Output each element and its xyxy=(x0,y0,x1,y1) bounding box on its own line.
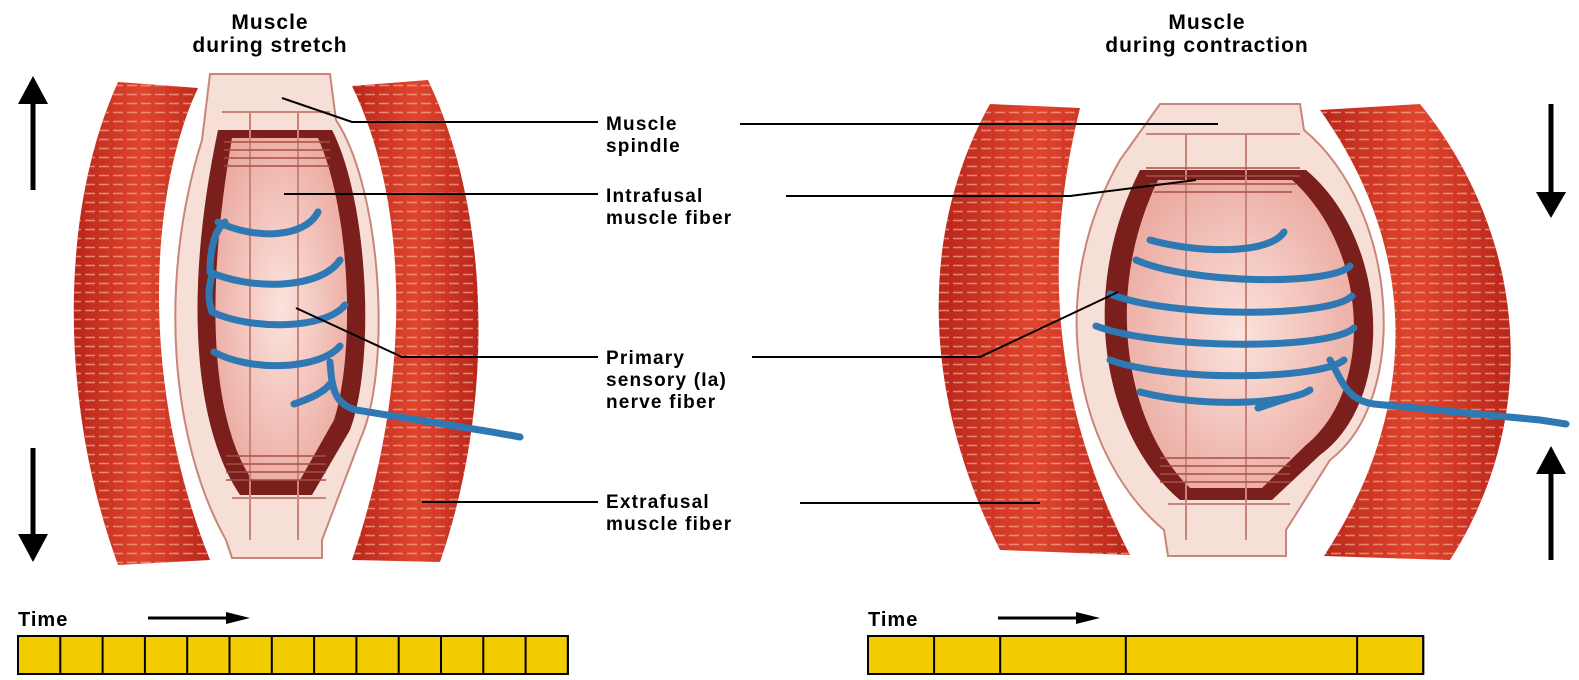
contraction-up-arrow xyxy=(1536,446,1566,560)
right-timeline-bar xyxy=(868,636,1423,674)
label-muscle-spindle-line1: Muscle xyxy=(606,114,678,135)
label-intrafusal-line1: Intrafusal xyxy=(606,186,704,207)
right-title-line1: Muscle xyxy=(1168,11,1245,34)
left-timeline-fill xyxy=(18,636,568,674)
right-time-label: Time xyxy=(868,609,918,631)
contraction-down-arrow xyxy=(1536,104,1566,218)
left-muscle-spindle-capsule xyxy=(175,74,378,558)
right-timeline-fill xyxy=(868,636,1423,674)
label-extrafusal-line2: muscle fiber xyxy=(606,514,732,535)
stretch-down-arrow xyxy=(18,448,48,562)
right-title-line2: during contraction xyxy=(1105,34,1309,57)
label-intrafusal-line2: muscle fiber xyxy=(606,208,732,229)
label-primary-sensory-line2: sensory (Ia) xyxy=(606,370,727,391)
label-primary-sensory-line3: nerve fiber xyxy=(606,392,716,413)
label-extrafusal-line1: Extrafusal xyxy=(606,492,710,513)
label-muscle-spindle-line2: spindle xyxy=(606,136,681,157)
label-primary-sensory-line1: Primary xyxy=(606,348,685,369)
left-time-label: Time xyxy=(18,609,68,631)
left-time-arrow xyxy=(148,612,250,624)
stretch-up-arrow xyxy=(18,76,48,190)
left-timeline-bar xyxy=(18,636,568,674)
left-title-line2: during stretch xyxy=(192,34,347,57)
left-title-line1: Muscle xyxy=(231,11,308,34)
right-time-arrow xyxy=(998,612,1100,624)
